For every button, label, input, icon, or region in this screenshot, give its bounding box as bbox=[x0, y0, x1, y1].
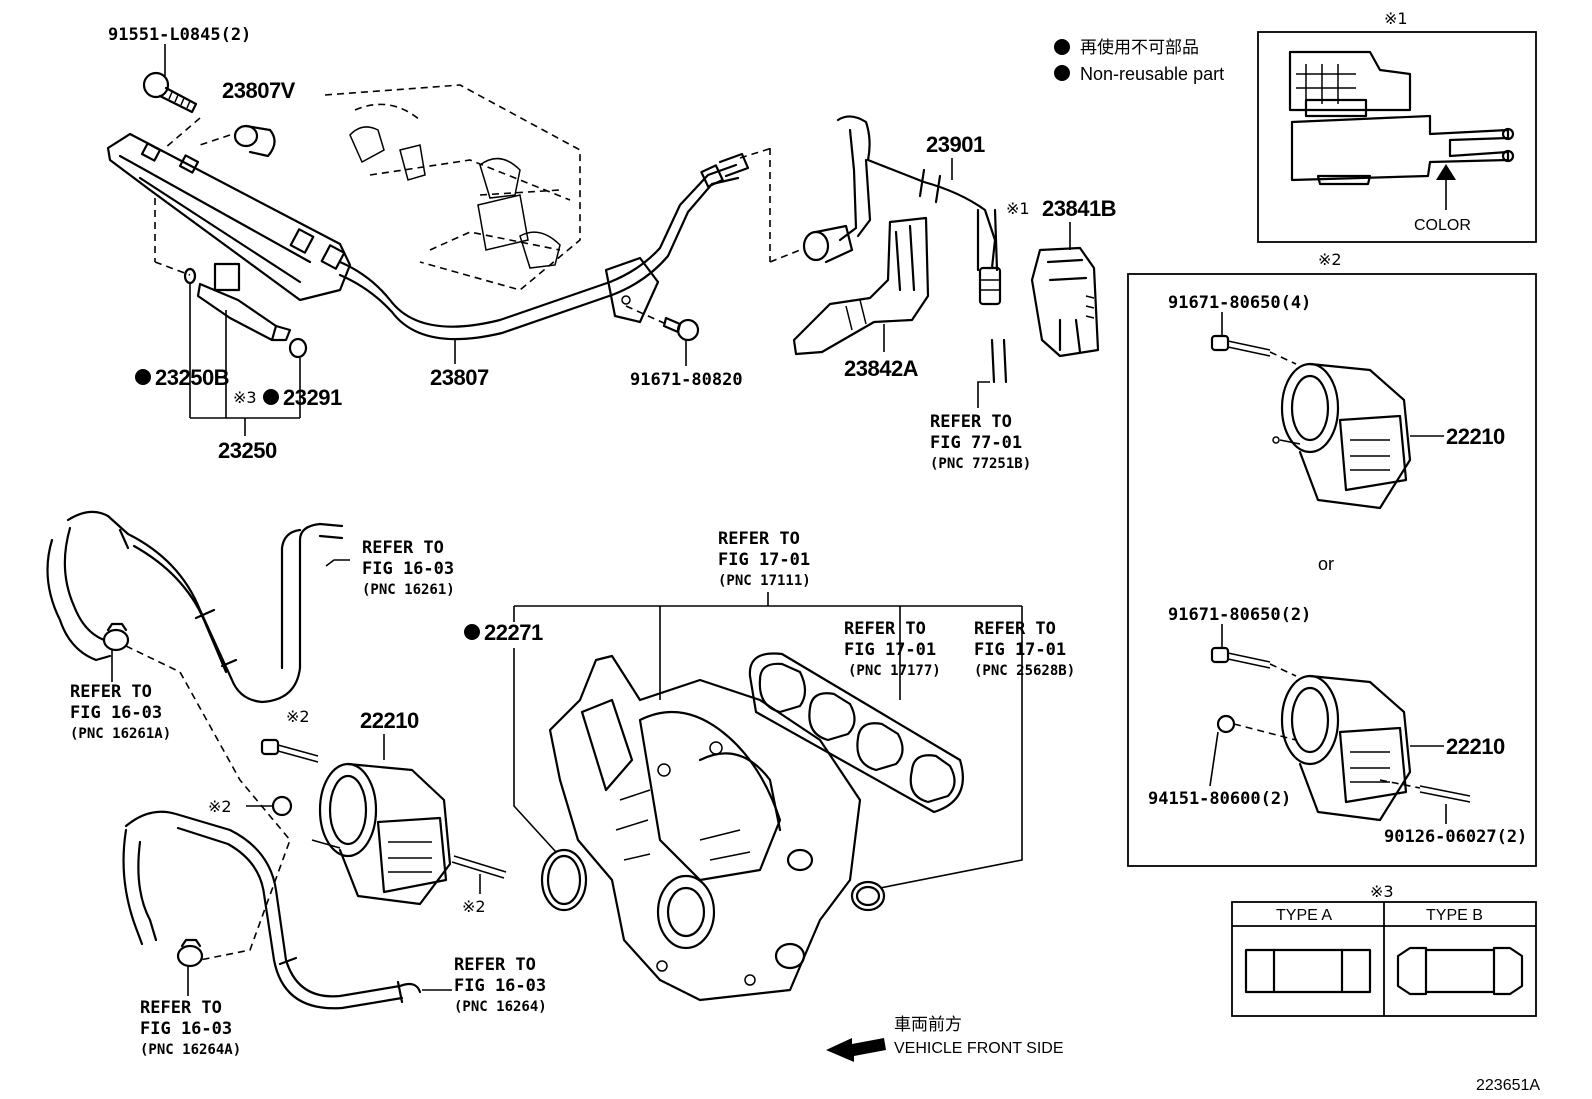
label-23291[interactable]: 23291 bbox=[283, 385, 342, 410]
ref-25628b-line3: (PNC 25628B) bbox=[974, 663, 1075, 679]
intake-manifold-icon bbox=[548, 654, 862, 1002]
note2-mark-nut: ※2 bbox=[208, 797, 232, 816]
box1-mark: ※1 bbox=[1384, 9, 1408, 28]
valve-23841b-icon bbox=[1030, 246, 1100, 358]
label-23842a[interactable]: 23842A bbox=[844, 356, 919, 381]
label-23807v[interactable]: 23807V bbox=[222, 78, 296, 103]
box3-type-b: TYPE B bbox=[1426, 907, 1483, 924]
label-23807[interactable]: 23807 bbox=[430, 365, 489, 390]
label-23841b[interactable]: 23841B bbox=[1042, 196, 1117, 221]
box-note2: ※2 91671-80650(4) 22210 or 91671-80650(2… bbox=[1127, 250, 1537, 867]
stud-note2-icon bbox=[451, 855, 507, 879]
fuel-pipe-23807-icon bbox=[338, 152, 750, 341]
ref-17177-line2: FIG 17-01 bbox=[844, 640, 936, 660]
fuel-rail-icon bbox=[106, 132, 352, 302]
note2-mark-stud: ※2 bbox=[462, 897, 486, 916]
bolt-note2-icon bbox=[260, 738, 319, 763]
hose-stub-icon bbox=[990, 338, 1008, 384]
box3-mark: ※3 bbox=[1370, 882, 1394, 901]
direction-en: VEHICLE FRONT SIDE bbox=[894, 1040, 1064, 1057]
ref-16261-line1: REFER TO bbox=[362, 538, 444, 558]
clamp-upper-icon bbox=[102, 622, 130, 652]
legend: 再使用不可部品 Non-reusable part bbox=[1054, 37, 1224, 84]
ref-25628b-line2: FIG 17-01 bbox=[974, 640, 1066, 660]
label-23901[interactable]: 23901 bbox=[926, 132, 985, 157]
ref-77-line1: REFER TO bbox=[930, 412, 1012, 432]
ref-17111-line3: (PNC 17111) bbox=[718, 573, 811, 589]
note1-mark-connector: ※1 bbox=[1006, 199, 1030, 218]
box1-color-label: COLOR bbox=[1414, 217, 1471, 234]
damper-23807v-icon bbox=[233, 124, 276, 158]
seal-type-a-icon bbox=[1244, 948, 1372, 994]
box2-stud-label[interactable]: 90126-06027(2) bbox=[1384, 827, 1527, 847]
ref-16264-line3: (PNC 16264) bbox=[454, 999, 547, 1015]
legend-jp-label: 再使用不可部品 bbox=[1080, 37, 1199, 58]
box-note1: ※1 COLOR bbox=[1257, 9, 1537, 243]
ref-16264-line1: REFER TO bbox=[454, 955, 536, 975]
clamp-lower-icon bbox=[176, 938, 204, 968]
label-bolt-91551[interactable]: 91551-L0845(2) bbox=[108, 25, 251, 45]
engine-block-outline bbox=[324, 84, 581, 291]
label-23250[interactable]: 23250 bbox=[218, 438, 277, 463]
box2-part-b-label[interactable]: 22210 bbox=[1446, 734, 1505, 759]
gasket-22271-icon bbox=[540, 848, 588, 912]
note2-mark-bolt: ※2 bbox=[286, 707, 310, 726]
hose-16261-icon bbox=[46, 510, 344, 704]
ref-16261-line2: FIG 16-03 bbox=[362, 559, 454, 579]
seal-type-b-icon bbox=[1396, 946, 1524, 996]
gasket-25628b-icon bbox=[850, 880, 886, 912]
ref-77-line3: (PNC 77251B) bbox=[930, 456, 1031, 472]
hose-23901-icon bbox=[802, 115, 1002, 306]
ref-16261a-line3: (PNC 16261A) bbox=[70, 726, 171, 742]
ref-25628b-line1: REFER TO bbox=[974, 619, 1056, 639]
legend-en-label: Non-reusable part bbox=[1080, 64, 1224, 84]
fuel-rail-group: 91551-L0845(2) 23807V bbox=[106, 25, 352, 463]
bolt-91671-80820-icon bbox=[662, 316, 700, 342]
box2-part-a-label[interactable]: 22210 bbox=[1446, 424, 1505, 449]
throttle-body-main-icon bbox=[311, 762, 452, 906]
box2-mark: ※2 bbox=[1318, 250, 1342, 269]
box-note3: ※3 TYPE A TYPE B bbox=[1231, 882, 1537, 1017]
bolt-91551-icon bbox=[142, 71, 198, 114]
box2-or-text: or bbox=[1318, 554, 1334, 574]
figure-id: 223651A bbox=[1476, 1077, 1540, 1094]
throttle-body-b-icon bbox=[1210, 646, 1471, 822]
label-23250b[interactable]: 23250B bbox=[155, 365, 230, 390]
ref-17177-line1: REFER TO bbox=[844, 619, 926, 639]
label-22271[interactable]: 22271 bbox=[484, 620, 543, 645]
ref-17177-line3: (PNC 17177) bbox=[848, 663, 941, 679]
box3-type-a: TYPE A bbox=[1276, 907, 1332, 924]
ref-77-line2: FIG 77-01 bbox=[930, 433, 1022, 453]
non-reusable-dot-icon bbox=[1054, 65, 1070, 81]
ref-16264a-line1: REFER TO bbox=[140, 998, 222, 1018]
ref-16264a-line3: (PNC 16264A) bbox=[140, 1042, 241, 1058]
box2-bolt-a-label[interactable]: 91671-80650(4) bbox=[1168, 293, 1311, 313]
direction-jp: 車両前方 bbox=[894, 1015, 962, 1035]
hose-16264-icon bbox=[122, 810, 422, 1010]
vehicle-front-arrow: 車両前方 VEHICLE FRONT SIDE bbox=[826, 1015, 1064, 1062]
box2-nut-label[interactable]: 94151-80600(2) bbox=[1148, 789, 1291, 809]
ref-16261a-line1: REFER TO bbox=[70, 682, 152, 702]
box2-bolt-b-label[interactable]: 91671-80650(2) bbox=[1168, 605, 1311, 625]
ref-16264a-line2: FIG 16-03 bbox=[140, 1019, 232, 1039]
ref-16264-line2: FIG 16-03 bbox=[454, 976, 546, 996]
injector-23250-icon bbox=[183, 262, 308, 359]
ref-17111-line1: REFER TO bbox=[718, 529, 800, 549]
ref-16261a-line2: FIG 16-03 bbox=[70, 703, 162, 723]
note3-mark-injector: ※3 bbox=[233, 388, 257, 407]
bracket-23842a-icon bbox=[792, 216, 930, 356]
non-reusable-dot-icon bbox=[1054, 39, 1070, 55]
ref-16261-line3: (PNC 16261) bbox=[362, 582, 455, 598]
label-22210-main[interactable]: 22210 bbox=[360, 708, 419, 733]
throttle-body-a-icon bbox=[1210, 334, 1412, 510]
ref-17111-line2: FIG 17-01 bbox=[718, 550, 810, 570]
label-bolt-91671-80820[interactable]: 91671-80820 bbox=[630, 370, 743, 390]
